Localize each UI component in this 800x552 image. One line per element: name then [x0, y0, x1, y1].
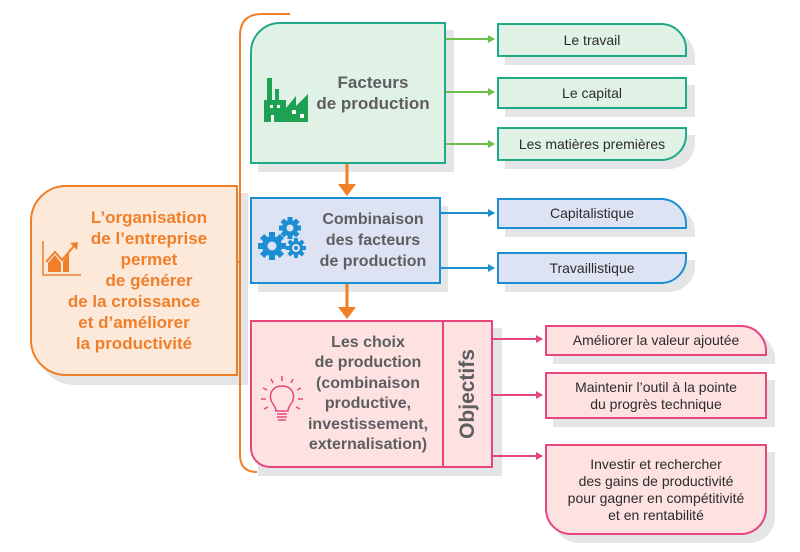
root-line: de l’entreprise — [90, 229, 208, 248]
leaf-label: Le travail — [563, 31, 621, 48]
choix-line: de production — [314, 354, 422, 371]
choix-line: investissement, — [307, 415, 429, 433]
leaf-travail: Le travail — [497, 23, 687, 57]
leaf-label: Améliorer la valeur ajoutée — [572, 332, 740, 348]
objectifs-label: Objectifs — [455, 349, 479, 439]
leaf-label: Le capital — [562, 84, 622, 101]
root-line: L’organisation — [90, 208, 208, 227]
choix-line: productive, — [324, 395, 412, 412]
facteurs-line: Facteurs — [337, 73, 409, 92]
factory-icon — [264, 78, 308, 122]
lightbulb-icon — [261, 376, 303, 421]
objectif-valeur-ajoutee: Améliorer la valeur ajoutée — [545, 325, 767, 356]
choix-line: (combinaison — [315, 374, 420, 392]
combinaison-box: Combinaison des facteurs de production — [250, 197, 441, 284]
choix-box: Les choix de production (combinaison pro… — [250, 320, 444, 468]
leaf-label: des gains de productivité — [578, 472, 734, 489]
objectif-outil: Maintenir l’outil à la pointe du progrès… — [545, 372, 767, 419]
leaf-label: pour gagner en compétitivité — [567, 489, 745, 506]
gears-icon — [258, 217, 306, 260]
growth-chart-icon — [42, 241, 81, 276]
facteurs-line: de production — [316, 94, 430, 113]
combinaison-line: de production — [319, 253, 427, 270]
combinaison-line: Combinaison — [322, 211, 424, 228]
facteurs-title: Facteurs de production — [316, 72, 429, 114]
facteurs-box: Facteurs de production — [250, 22, 446, 164]
root-text: L’organisation de l’entreprise permet de… — [68, 207, 208, 354]
leaf-label: et en rentabilité — [608, 506, 704, 523]
leaf-label: Investir et rechercher — [590, 455, 722, 472]
leaf-label: Maintenir l’outil à la pointe — [575, 378, 737, 395]
root-line: la productivité — [75, 334, 193, 353]
leaf-label: Travaillistique — [549, 259, 635, 276]
objectifs-column: Objectifs — [442, 320, 493, 468]
down-arrow-2-head — [338, 307, 356, 319]
combinaison-title: Combinaison des facteurs de production — [320, 209, 427, 272]
root-line: de la croissance — [67, 292, 201, 311]
choix-line: Les choix — [331, 333, 405, 351]
orange-bracket — [239, 13, 290, 473]
root-line: permet — [120, 250, 178, 269]
leaf-label: Les matières premières — [518, 135, 666, 152]
combinaison-line: des facteurs — [325, 232, 421, 249]
leaf-capitalistique: Capitalistique — [497, 198, 687, 229]
choix-line: externalisation) — [308, 436, 428, 453]
root-line: et d’améliorer — [78, 313, 190, 332]
leaf-label: du progrès technique — [590, 395, 722, 412]
down-arrow-1-head — [338, 184, 356, 196]
choix-title: Les choix de production (combinaison pro… — [308, 333, 428, 456]
root-box: L’organisation de l’entreprise permet de… — [30, 185, 238, 376]
root-line: de générer — [105, 271, 193, 290]
objectif-investir: Investir et rechercher des gains de prod… — [545, 444, 767, 535]
leaf-travaillistique: Travaillistique — [497, 252, 687, 284]
leaf-label: Capitalistique — [549, 205, 635, 221]
leaf-matieres: Les matières premières — [497, 127, 687, 161]
leaf-capital: Le capital — [497, 77, 687, 109]
